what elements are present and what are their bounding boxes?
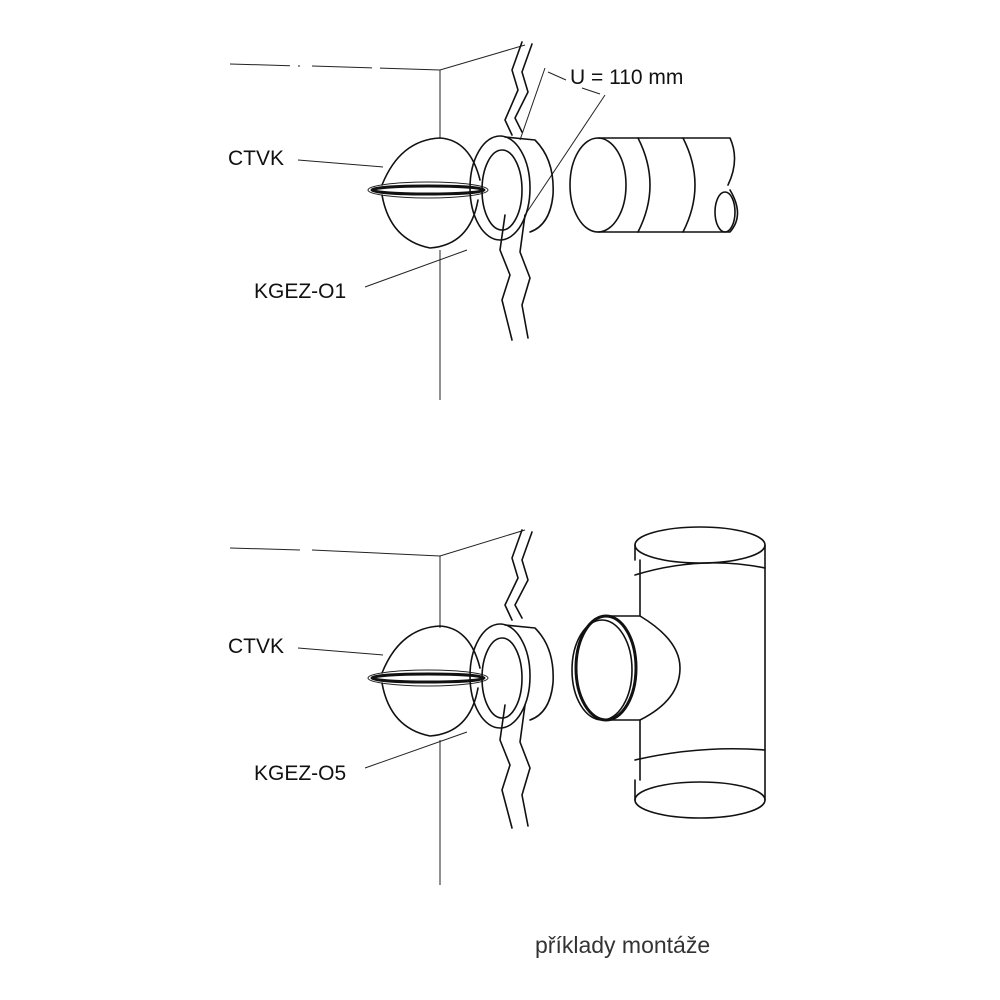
dimension-lines [519, 67, 606, 216]
bottom-ctvk-label: CTVK [228, 635, 284, 658]
ctvk-sphere [297, 625, 489, 737]
pipe [569, 137, 739, 233]
wall [229, 529, 533, 885]
kgez-o5-fitting [364, 623, 554, 769]
top-example-drawing [229, 41, 739, 400]
caption: příklady montáže [535, 932, 710, 958]
kgez-o1-fitting [364, 135, 554, 288]
top-ctvk-label: CTVK [228, 147, 284, 170]
wall [229, 41, 533, 400]
dimension-label: U = 110 mm [570, 66, 683, 89]
bottom-example-drawing [229, 526, 766, 885]
top-kgez-label: KGEZ-O1 [254, 280, 346, 303]
bottom-kgez-label: KGEZ-O5 [254, 762, 346, 785]
tee-pipe [571, 526, 766, 819]
ctvk-sphere [297, 137, 489, 249]
